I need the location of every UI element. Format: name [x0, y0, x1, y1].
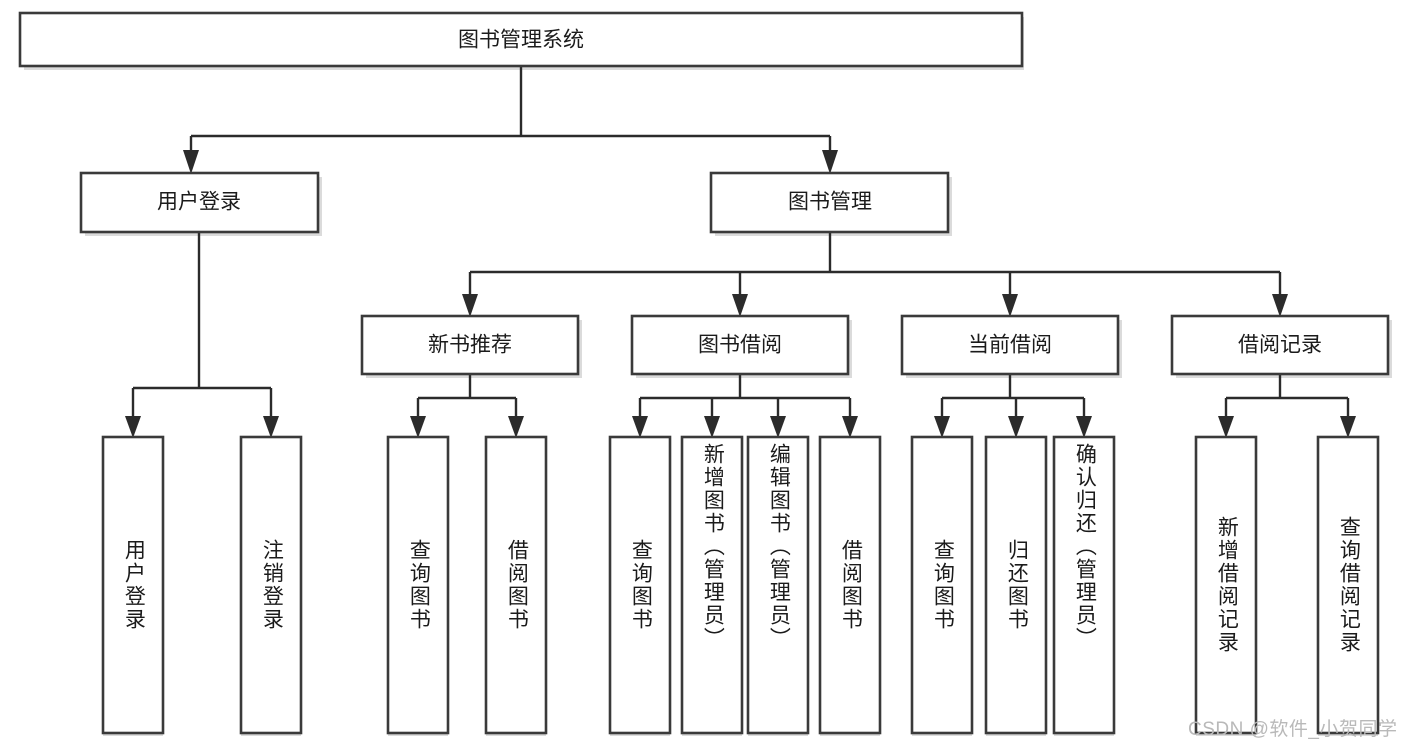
leaf-box-leaf-rec-query-record	[1316, 435, 1380, 735]
node-label-book-manage: 图书管理	[788, 191, 872, 214]
leaf-box-leaf-user-login	[101, 435, 165, 735]
arrow-heads	[125, 150, 1356, 438]
node-box-book-manage	[709, 171, 950, 234]
leaf-box-leaf-borrow-query-book	[608, 435, 672, 735]
connector-lines	[131, 66, 1350, 418]
node-boxes	[18, 11, 1390, 735]
leaf-box-leaf-borrow-edit-book	[746, 435, 810, 735]
node-label-new-book-recommend: 新书推荐	[428, 334, 512, 357]
node-box-new-book-recommend	[360, 314, 580, 376]
leaf-box-leaf-borrow-borrow-book	[818, 435, 882, 735]
node-label-current-borrow: 当前借阅	[968, 334, 1052, 357]
node-label-borrow-record: 借阅记录	[1238, 334, 1322, 357]
leaf-box-leaf-cur-return-book	[984, 435, 1048, 735]
node-labels-horizontal: 图书管理系统 用户登录 图书管理 新书推荐 图书借阅 当前借阅 借阅记录	[157, 29, 1322, 357]
leaf-box-leaf-rec-add-record	[1194, 435, 1258, 735]
node-box-root	[18, 11, 1024, 68]
leaf-box-leaf-rec-query-book	[386, 435, 450, 735]
leaf-box-leaf-user-logout	[239, 435, 303, 735]
node-label-root: 图书管理系统	[458, 29, 584, 52]
leaf-box-leaf-cur-query-book	[910, 435, 974, 735]
node-box-borrow-record	[1170, 314, 1390, 376]
node-label-book-borrow: 图书借阅	[698, 334, 782, 357]
node-box-book-borrow	[630, 314, 850, 376]
node-box-current-borrow	[900, 314, 1120, 376]
node-box-user-login	[79, 171, 320, 234]
node-label-user-login: 用户登录	[157, 191, 241, 214]
leaf-box-leaf-borrow-add-book	[680, 435, 744, 735]
leaf-box-leaf-rec-borrow-book	[484, 435, 548, 735]
csdn-watermark: CSDN @软件_小贺同学	[1188, 719, 1398, 740]
leaf-box-leaf-cur-confirm-return	[1052, 435, 1116, 735]
